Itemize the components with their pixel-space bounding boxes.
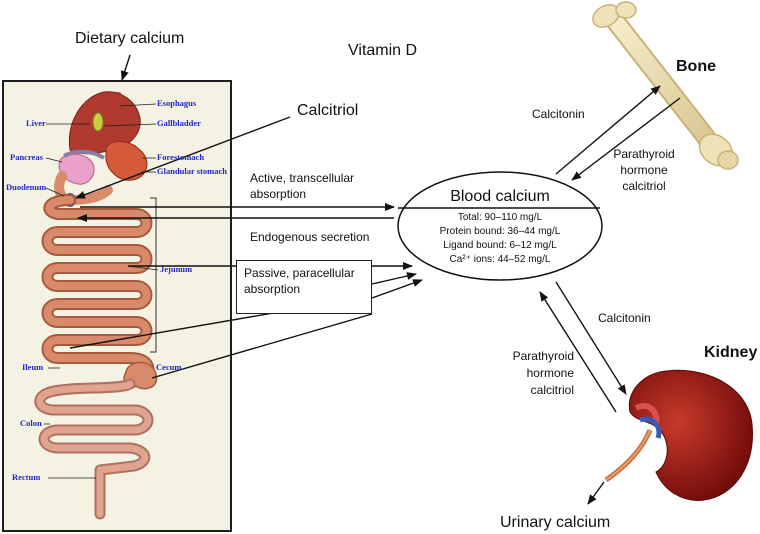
- blood-calcium-ellipse: [397, 171, 603, 281]
- small-intestine: [41, 194, 155, 378]
- gallbladder: [92, 112, 104, 132]
- arrows: [69, 54, 681, 505]
- endogenous-secretion-label: Endogenous secretion: [250, 230, 370, 244]
- passive-absorption-box: Passive, paracellular absorption: [236, 260, 372, 314]
- forestomach-label: Forestomach: [157, 152, 205, 162]
- rectum-label: Rectum: [12, 472, 41, 482]
- blood-protein-bound: Protein bound: 36–44 mg/L: [439, 226, 561, 237]
- duodenum-label: Duodenum: [6, 182, 47, 192]
- blood-total: Total: 90–110 mg/L: [457, 212, 543, 223]
- kidney-calcitonin-label: Calcitonin: [598, 311, 651, 325]
- passive-absorption-line2: absorption: [244, 282, 301, 296]
- blood-ca-ions: Ca²⁺ ions: 44–52 mg/L: [449, 254, 551, 265]
- kidney-pth-line2: hormone: [526, 366, 574, 380]
- esophagus-label: Esophagus: [157, 98, 197, 108]
- colon-label: Colon: [20, 418, 42, 428]
- blood-calcium-title: Blood calcium: [450, 188, 550, 205]
- bone-calcitonin-label: Calcitonin: [532, 107, 585, 121]
- glandular-stomach-label: Glandular stomach: [157, 166, 227, 176]
- bone-pth-line1: Parathyroid: [613, 147, 675, 161]
- calcitriol-label: Calcitriol: [297, 102, 359, 119]
- urinary-calcium-label: Urinary calcium: [500, 514, 611, 531]
- blood-ligand-bound: Ligand bound: 6–12 mg/L: [443, 240, 557, 251]
- kidney-label: Kidney: [704, 344, 758, 361]
- cecum-label: Cecum: [156, 362, 182, 372]
- active-absorption-line1: Active, transcellular: [250, 171, 355, 185]
- stomach: [105, 141, 148, 181]
- bone-label: Bone: [676, 58, 716, 75]
- liver: [68, 91, 141, 155]
- liver-label: Liver: [26, 118, 46, 128]
- jejunum-bracket: [150, 197, 157, 353]
- kidney-pth-line1: Parathyroid: [512, 349, 574, 363]
- ileum-label: Ileum: [22, 362, 44, 372]
- vitamin-d-label: Vitamin D: [348, 42, 418, 59]
- digestive-organs: [54, 91, 148, 207]
- passive-absorption-line1: Passive, paracellular: [244, 266, 355, 280]
- colon: [34, 378, 154, 520]
- pancreas-label: Pancreas: [10, 152, 43, 162]
- bone-image: [592, 1, 739, 170]
- gut-label-leaders: [44, 103, 159, 479]
- bone-pth-line3: calcitriol: [622, 179, 666, 193]
- dietary-calcium-label: Dietary calcium: [75, 30, 185, 47]
- active-absorption-line2: absorption: [250, 187, 307, 201]
- jejunum-label: Jejunum: [160, 264, 193, 274]
- kidney-image: [604, 369, 753, 501]
- gallbladder-label: Gallbladder: [157, 118, 201, 128]
- kidney-pth-line3: calcitriol: [530, 383, 574, 397]
- bone-pth-line2: hormone: [620, 163, 668, 177]
